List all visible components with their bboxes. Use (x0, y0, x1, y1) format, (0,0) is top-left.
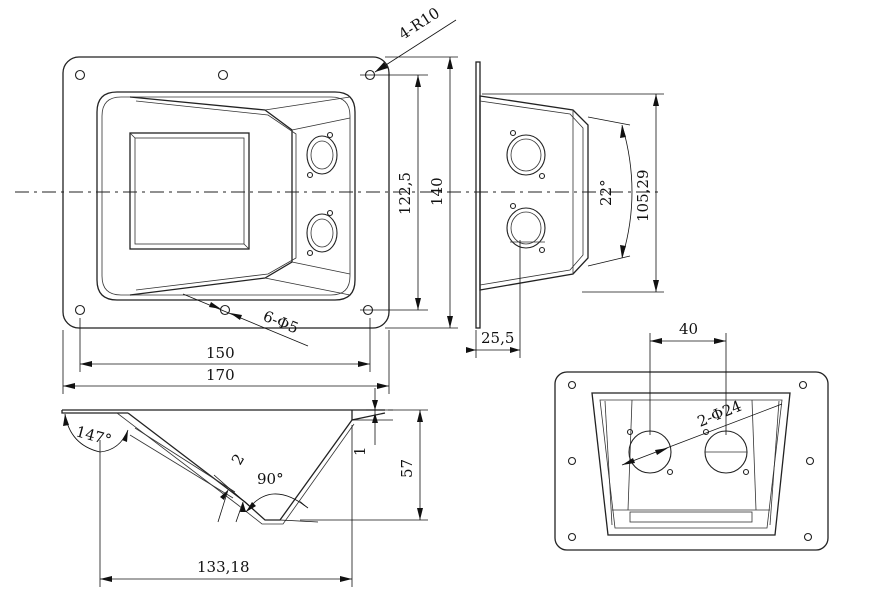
dim-side-height: 105,29 (482, 93, 664, 293)
front-connector-hole-top (306, 135, 338, 175)
dim-depth-label: 25,5 (481, 329, 514, 347)
dim-bottom-width: 133,18 (99, 425, 353, 587)
front-slope-edge-3 (291, 117, 351, 131)
dim-thickness-label: 2 (228, 451, 248, 468)
front-upper-slope-inner (135, 100, 297, 291)
dim-height-inner-label: 122,5 (396, 172, 414, 215)
dim-bottom-width-label: 133,18 (197, 558, 250, 576)
back-flange (554, 371, 829, 551)
dim-holes-label: 6-Φ5 (261, 307, 302, 337)
dim-thickness: 2 (213, 451, 255, 523)
dim-height-inner: 122,5 (360, 74, 428, 311)
front-connector-hole-bottom-inner (310, 218, 334, 248)
front-slope-edge-1 (264, 96, 351, 111)
dim-width-inner-label: 150 (206, 344, 235, 362)
front-screw-1 (326, 131, 334, 139)
dim-angle-flange: 147° (63, 413, 129, 453)
side-connector-top (506, 134, 546, 176)
front-screw-3 (326, 209, 334, 217)
dim-height-outer: 140 (385, 56, 458, 329)
front-slope-edge-2 (264, 277, 351, 296)
dim-connector-holes-label: 2-Φ24 (695, 397, 744, 431)
side-body (479, 95, 589, 291)
dim-angle-flange-label: 147° (74, 422, 114, 449)
dim-flange-thickness: 1 (351, 388, 393, 456)
back-view (554, 371, 829, 551)
dim-connector-spacing: 40 (649, 320, 727, 435)
front-screw-4 (306, 249, 314, 257)
back-connector-left (628, 430, 672, 474)
section-view (61, 409, 386, 525)
front-view (62, 56, 390, 329)
side-body-inner (479, 100, 584, 286)
mount-hole-top-mid (217, 69, 229, 81)
back-recess (591, 392, 791, 536)
front-recess-inner (101, 96, 351, 296)
dim-angle-bottom: 90° (245, 470, 319, 523)
section-flange-lower (61, 410, 128, 414)
side-connector-bottom (506, 207, 546, 249)
dim-width-inner: 150 (79, 318, 371, 372)
side-connector-bottom-inner (510, 211, 542, 245)
front-connector-hole-bottom (306, 213, 338, 253)
dim-overall-depth-label: 57 (398, 459, 416, 478)
front-window-bevel-2 (243, 243, 250, 250)
front-window-bevel-1 (129, 132, 136, 139)
dim-angle-side-label: 22° (597, 179, 615, 206)
dim-corner-radius-label: 4-R10 (395, 4, 443, 44)
front-window-inner (134, 137, 245, 245)
dim-overall-depth: 57 (300, 409, 428, 521)
dim-angle-side: 22° (587, 116, 633, 267)
front-recess-outline (96, 91, 356, 301)
dim-holes: 6-Φ5 (182, 293, 309, 347)
dim-flange-thickness-label: 1 (351, 446, 369, 456)
dim-height-outer-label: 140 (428, 177, 446, 206)
dim-corner-radius: 4-R10 (374, 4, 457, 73)
dim-depth: 25,5 (466, 240, 521, 358)
front-screw-2 (306, 171, 314, 179)
dim-width-outer-label: 170 (206, 366, 235, 384)
section-body-inner (116, 412, 355, 525)
front-flange-outline (62, 56, 390, 329)
mount-hole-bottom-left (74, 304, 86, 316)
side-connector-top-inner (510, 138, 542, 172)
front-connector-hole-top-inner (310, 140, 334, 170)
dim-angle-bottom-label: 90° (257, 470, 284, 488)
dim-side-height-label: 105,29 (634, 170, 652, 223)
front-window-outer (129, 132, 250, 250)
dim-connector-spacing-label: 40 (679, 320, 698, 338)
mount-hole-top-left (74, 69, 86, 81)
front-slope-edge-4 (291, 261, 351, 275)
section-body (127, 412, 386, 521)
front-upper-slope (129, 96, 293, 296)
dim-width-outer: 170 (62, 330, 390, 394)
side-view (475, 61, 589, 329)
